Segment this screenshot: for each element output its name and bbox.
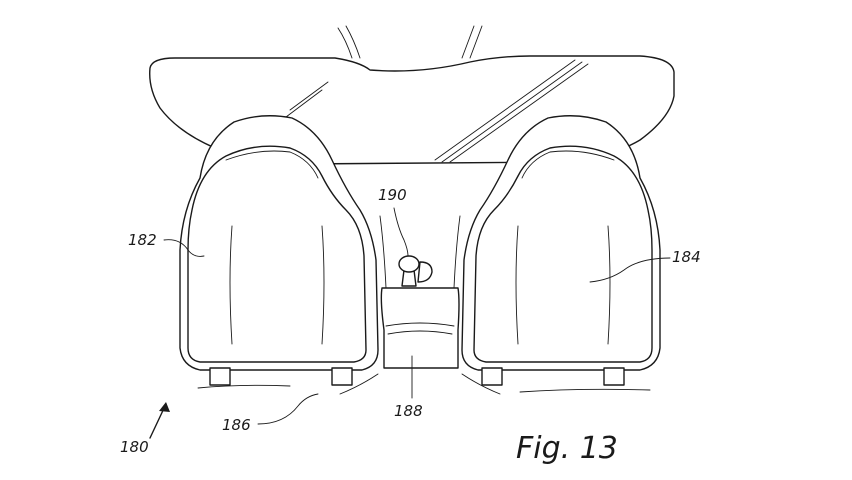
- gear-shifter: [398, 255, 433, 287]
- left-seat-back: [179, 115, 379, 386]
- vehicle-floor: [197, 373, 651, 395]
- reference-leader-lines: [149, 207, 671, 439]
- ref-console-188: 188: [394, 402, 423, 420]
- right-seat-back: [461, 115, 661, 386]
- ref-shifter-190: 190: [378, 186, 407, 204]
- figure-caption: Fig. 13: [516, 431, 618, 466]
- ref-left-seat-182: 182: [128, 231, 157, 249]
- ref-assembly-180: 180: [120, 438, 149, 456]
- ref-right-seat-184: 184: [672, 248, 701, 266]
- ref-floor-186: 186: [222, 416, 251, 434]
- center-console: [379, 215, 461, 369]
